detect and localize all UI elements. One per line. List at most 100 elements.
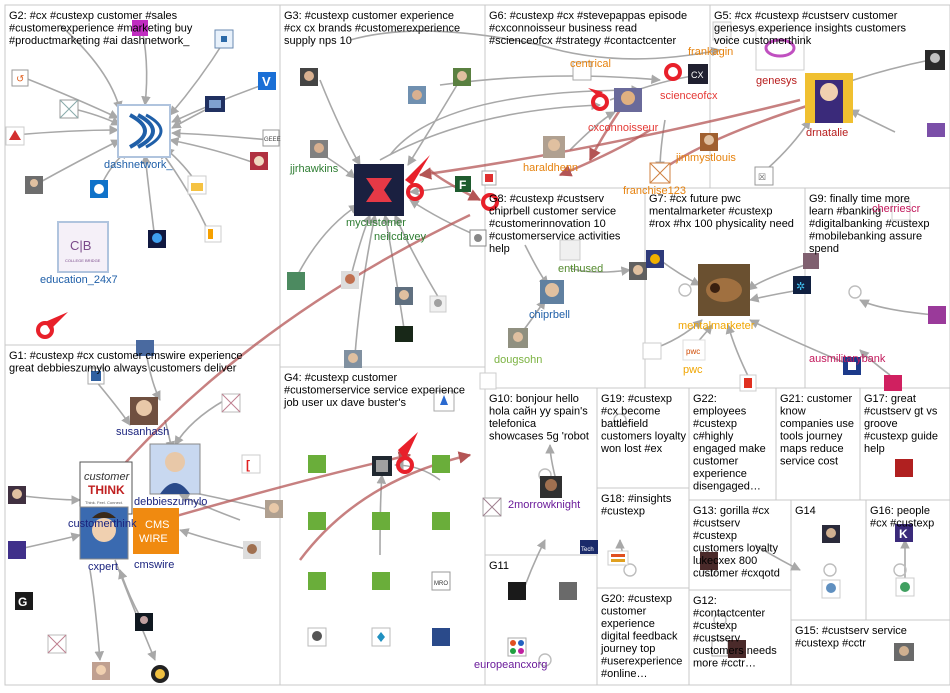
avatar[interactable] (5, 126, 25, 146)
avatar[interactable] (540, 280, 564, 304)
avatar[interactable] (540, 476, 562, 498)
node-label-debbieszumylo[interactable]: debbieszumylo (134, 496, 207, 508)
avatar[interactable] (92, 662, 110, 680)
node-label-scienceofcx[interactable]: scienceofcx (660, 90, 718, 102)
node-label-cmswire[interactable]: cmswire (134, 559, 174, 571)
node-label-chiprbell[interactable]: chiprbell (529, 309, 570, 321)
node-label-enthused[interactable]: enthused (558, 263, 603, 275)
avatar[interactable] (895, 577, 915, 597)
node-label-cxconnoisseur[interactable]: cxconnoisseur (588, 122, 659, 134)
avatar[interactable] (395, 287, 413, 305)
avatar[interactable]: GEEE (262, 129, 281, 147)
node-label-pwc[interactable]: pwc (683, 364, 703, 376)
avatar[interactable] (607, 550, 629, 566)
avatar[interactable] (642, 342, 662, 360)
node-label-mycustomer[interactable]: mycustomer (346, 217, 406, 229)
avatar[interactable] (221, 393, 241, 413)
avatar[interactable] (372, 456, 392, 476)
avatar[interactable] (891, 201, 911, 221)
avatar[interactable] (308, 455, 326, 473)
cxpert-node[interactable] (79, 506, 129, 560)
avatar[interactable] (308, 572, 326, 590)
customerthink-node[interactable]: customer THINK Think. Feel. Connect. (79, 461, 133, 515)
avatar[interactable] (433, 390, 455, 412)
avatar[interactable] (308, 512, 326, 530)
education-node[interactable]: C|B COLLEGE BRIDGE (57, 221, 109, 273)
avatar[interactable] (90, 180, 108, 198)
dashnetwork-node[interactable] (117, 104, 171, 158)
node-label-genesys[interactable]: genesys (756, 75, 797, 87)
avatar[interactable] (148, 230, 166, 248)
node-label-customerthink[interactable]: customerthink (68, 518, 137, 530)
avatar[interactable] (822, 525, 840, 543)
avatar[interactable] (395, 326, 413, 342)
avatar[interactable] (700, 552, 718, 570)
node-label-education24x7[interactable]: education_24x7 (40, 274, 118, 286)
avatar[interactable] (250, 152, 268, 170)
node-label-jimmystlouis[interactable]: jimmystlouis (675, 152, 736, 164)
avatar[interactable] (214, 29, 234, 49)
node-label-cxpert[interactable]: cxpert (88, 561, 118, 573)
avatar[interactable] (408, 86, 426, 104)
avatar[interactable] (204, 225, 222, 243)
chipell-avatar[interactable] (527, 288, 528, 289)
avatar[interactable] (508, 582, 526, 600)
avatar[interactable] (432, 455, 450, 473)
avatar[interactable] (429, 295, 447, 313)
node-label-dashnetwork[interactable]: dashnetwork_ (104, 159, 173, 171)
avatar[interactable] (432, 512, 450, 530)
avatar[interactable] (479, 372, 497, 390)
avatar[interactable] (649, 162, 671, 184)
node-label-dougsohn[interactable]: dougsohn (494, 354, 542, 366)
avatar[interactable]: F (455, 176, 471, 192)
avatar[interactable] (895, 459, 913, 477)
drnatalie-node[interactable] (805, 73, 853, 123)
avatar[interactable] (821, 579, 841, 599)
mycustomer-node[interactable] (354, 164, 404, 216)
avatar[interactable]: ↺ (11, 69, 29, 87)
avatar[interactable] (47, 634, 67, 654)
avatar[interactable] (927, 123, 945, 137)
cmswire-node[interactable]: CMS WIRE (133, 508, 179, 554)
node-label-cherriescr[interactable]: cherriescr (872, 203, 921, 215)
node-label-neilcdavey[interactable]: neilcdavey (374, 231, 426, 243)
avatar[interactable]: ✲ (793, 276, 811, 294)
avatar[interactable] (803, 253, 819, 269)
avatar[interactable] (243, 541, 261, 559)
node-label-drnatalie[interactable]: drnatalie (806, 127, 848, 139)
avatar[interactable] (8, 486, 26, 504)
mentalmarketer-node[interactable] (698, 264, 750, 316)
avatar[interactable] (559, 582, 577, 600)
avatar[interactable] (300, 68, 318, 86)
avatar[interactable] (646, 250, 664, 268)
avatar[interactable] (372, 512, 390, 530)
avatar[interactable] (136, 340, 154, 356)
avatar[interactable] (728, 640, 746, 658)
avatar[interactable] (265, 500, 283, 518)
debbieszumylo-node[interactable] (149, 443, 201, 495)
avatar[interactable] (700, 133, 718, 151)
genesys-node[interactable] (755, 29, 805, 71)
node-label-ausmilitarybank[interactable]: ausmilitarybank (809, 353, 886, 365)
avatar[interactable]: ☒ (754, 166, 774, 186)
avatar[interactable]: Tech (580, 540, 598, 554)
avatar[interactable] (925, 50, 945, 70)
avatar[interactable] (130, 397, 158, 425)
avatar[interactable]: G (15, 592, 33, 610)
avatar[interactable] (928, 306, 946, 324)
avatar[interactable] (307, 627, 327, 647)
avatar[interactable] (482, 497, 502, 517)
avatar[interactable] (543, 136, 565, 158)
avatar[interactable]: MRO (431, 571, 451, 591)
node-label-centrical[interactable]: centrical (570, 58, 611, 70)
node-label-haraldhenn[interactable]: haraldhenn (523, 162, 578, 174)
avatar[interactable] (310, 140, 328, 158)
avatar[interactable]: [ (241, 454, 261, 474)
avatar[interactable] (371, 627, 391, 647)
node-label-jjrhawkins[interactable]: jjrhawkins (289, 163, 339, 175)
avatar[interactable]: K (895, 524, 913, 542)
avatar[interactable] (8, 541, 26, 559)
avatar[interactable] (187, 175, 207, 195)
avatar[interactable] (205, 96, 225, 112)
avatar[interactable] (372, 572, 390, 590)
